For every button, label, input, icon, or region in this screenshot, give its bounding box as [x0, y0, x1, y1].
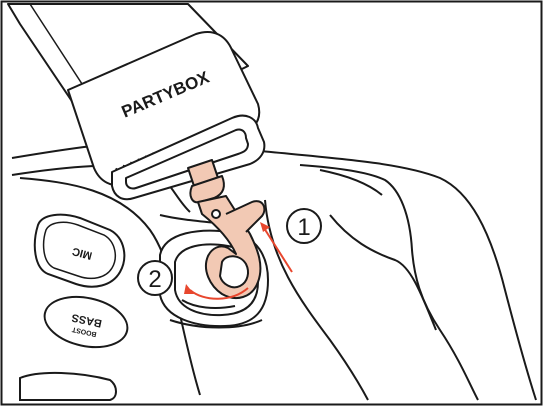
step-2-marker: 2: [138, 261, 172, 295]
step-1-number: 1: [297, 214, 310, 241]
lower-left-groove: [20, 373, 116, 400]
step-1-marker: 1: [287, 209, 321, 243]
hook-rivet: [212, 210, 220, 218]
step-2-number: 2: [148, 266, 161, 293]
